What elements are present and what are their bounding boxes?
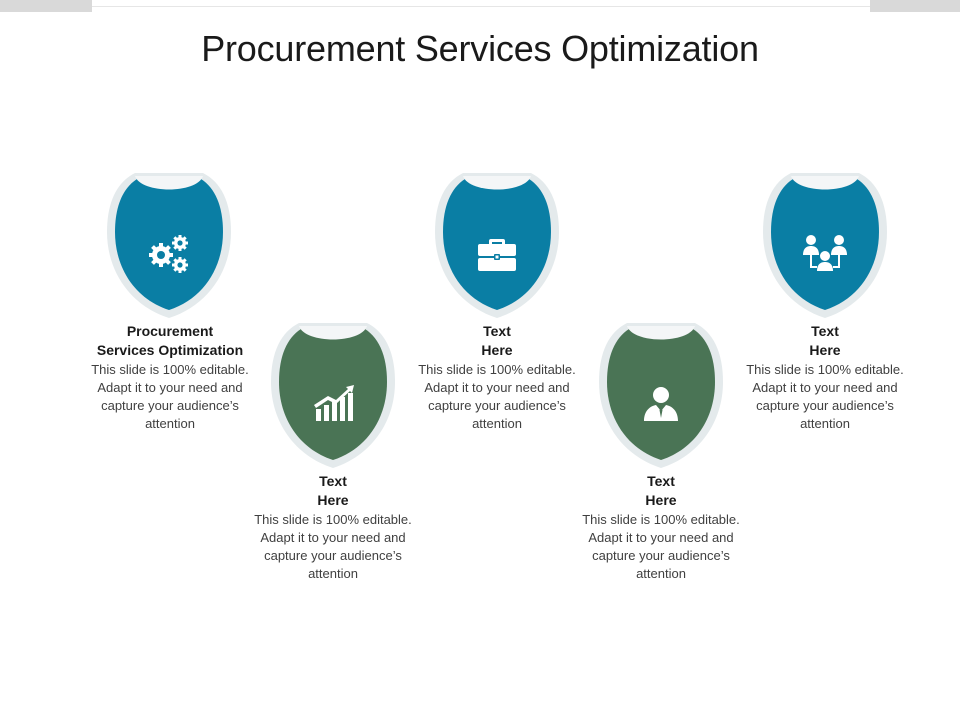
top-left-tab <box>0 0 92 12</box>
item-4-body: This slide is 100% editable. Adapt it to… <box>582 512 740 581</box>
item-1-heading-line2: Services Optimization <box>96 342 244 358</box>
item-2-heading-line1: Text <box>319 473 347 489</box>
businessman-icon <box>631 378 691 428</box>
item-3-body: This slide is 100% editable. Adapt it to… <box>418 362 576 431</box>
item-4-text: Text Here This slide is 100% editable. A… <box>576 472 746 583</box>
top-right-tab <box>870 0 960 12</box>
shield-2 <box>269 322 397 470</box>
shield-2-shape <box>271 323 395 468</box>
shield-4 <box>597 322 725 470</box>
shield-3 <box>433 172 561 320</box>
gears-icon <box>139 228 199 278</box>
shield-5-shape <box>763 173 887 318</box>
item-5-heading: Text Here <box>740 322 910 360</box>
item-3-heading-line2: Here <box>481 342 513 358</box>
top-rule <box>92 6 870 7</box>
shield-1 <box>105 172 233 320</box>
team-network-icon <box>795 228 855 278</box>
item-2-body: This slide is 100% editable. Adapt it to… <box>254 512 412 581</box>
shield-5 <box>761 172 889 320</box>
item-3-text: Text Here This slide is 100% editable. A… <box>412 322 582 433</box>
item-4-heading-line1: Text <box>647 473 675 489</box>
item-2-heading: Text Here <box>248 472 418 510</box>
item-3-heading: Text Here <box>412 322 582 360</box>
bar-chart-growth-icon <box>303 378 363 428</box>
item-1-body: This slide is 100% editable. Adapt it to… <box>91 362 249 431</box>
item-1-heading-line1: Procurement <box>126 323 214 339</box>
item-4-heading: Text Here <box>576 472 746 510</box>
item-1-heading: Procurement Services Optimization <box>85 322 255 360</box>
item-5-heading-line1: Text <box>811 323 839 339</box>
item-2-text: Text Here This slide is 100% editable. A… <box>248 472 418 583</box>
item-1-text: Procurement Services Optimization This s… <box>85 322 255 433</box>
item-3-heading-line1: Text <box>483 323 511 339</box>
item-2-heading-line2: Here <box>317 492 349 508</box>
slide-title: Procurement Services Optimization <box>201 28 759 69</box>
item-5-body: This slide is 100% editable. Adapt it to… <box>746 362 904 431</box>
item-5-text: Text Here This slide is 100% editable. A… <box>740 322 910 433</box>
item-4-heading-line2: Here <box>645 492 677 508</box>
shield-1-shape <box>107 173 231 318</box>
briefcase-icon <box>467 228 527 278</box>
item-5-heading-line2: Here <box>809 342 841 358</box>
